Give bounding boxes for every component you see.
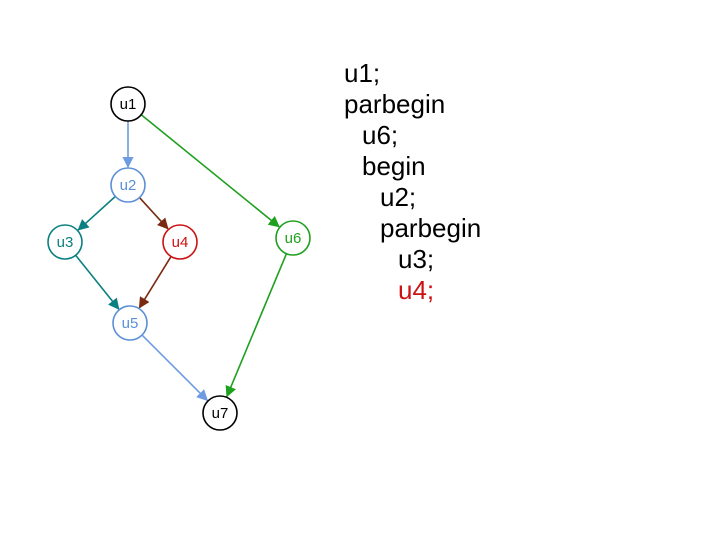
node-u3: u3 xyxy=(47,224,83,260)
code-line: begin xyxy=(362,151,426,181)
code-line: u3; xyxy=(398,244,435,274)
edge-u2-u4 xyxy=(138,197,169,230)
code-line: parbegin xyxy=(344,89,446,119)
edge-u5-u7 xyxy=(141,334,209,402)
node-circle-u4 xyxy=(162,224,198,260)
node-label-u7: u7 xyxy=(212,405,229,422)
node-label-u6: u6 xyxy=(285,230,302,247)
code-line: u4; xyxy=(398,275,435,305)
node-circle-u5 xyxy=(112,305,148,341)
node-u4: u4 xyxy=(162,224,198,260)
node-circle-u3 xyxy=(47,224,83,260)
node-u5: u5 xyxy=(112,305,148,341)
edge-u3-u5 xyxy=(75,254,120,310)
node-circle-u7 xyxy=(202,395,238,431)
edge-u4-u5 xyxy=(138,256,172,309)
node-label-u3: u3 xyxy=(57,234,74,251)
node-circle-u1 xyxy=(110,86,146,122)
edge-u1-u6 xyxy=(140,114,280,228)
node-u1: u1 xyxy=(110,86,146,122)
node-label-u5: u5 xyxy=(122,315,139,332)
edge-u2-u3 xyxy=(77,195,116,231)
code-line: u2; xyxy=(380,182,417,212)
node-circle-u6 xyxy=(275,220,311,256)
node-u7: u7 xyxy=(202,395,238,431)
node-label-u2: u2 xyxy=(120,177,137,194)
node-label-u4: u4 xyxy=(172,234,189,251)
node-circle-u2 xyxy=(110,167,146,203)
code-line: parbegin xyxy=(380,213,482,243)
node-u2: u2 xyxy=(110,167,146,203)
code-line: u6; xyxy=(362,120,399,150)
node-label-u1: u1 xyxy=(120,96,137,113)
node-u6: u6 xyxy=(275,220,311,256)
code-line: u1; xyxy=(344,58,381,88)
edge-u6-u7 xyxy=(225,253,288,398)
